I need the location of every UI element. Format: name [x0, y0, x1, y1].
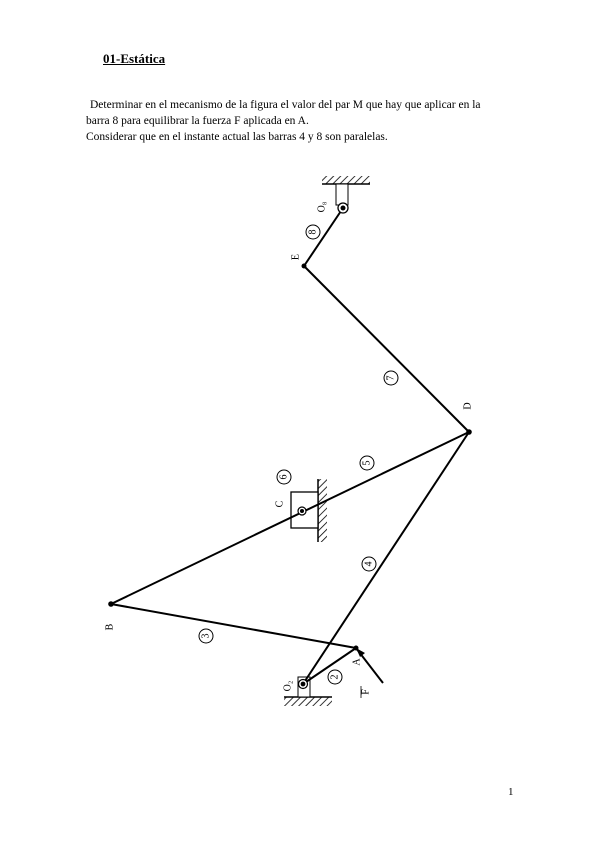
bar-4-label: 4	[364, 562, 375, 567]
label-o2: O₂	[283, 681, 294, 692]
bar-7	[303, 265, 470, 433]
ground-support-o8	[322, 176, 370, 206]
page-title: 01-Estática	[103, 51, 166, 66]
label-f: F	[361, 686, 372, 698]
slider-guide-wall	[317, 479, 327, 542]
bar-2	[302, 647, 357, 685]
bar-7-badge	[383, 370, 399, 386]
joint-b	[108, 601, 114, 607]
joint-e	[301, 263, 307, 269]
joint-c-pin	[300, 509, 304, 513]
bar-8	[303, 207, 344, 267]
label-a: A	[352, 658, 363, 666]
label-d: D	[463, 402, 474, 409]
label-c: C	[275, 500, 286, 507]
joint-d	[466, 429, 472, 435]
bar-3	[110, 603, 357, 649]
bar-5-label: 5	[362, 461, 373, 466]
force-arrow-f	[355, 647, 384, 684]
problem-line-1: Determinar en el mecanismo de la figura …	[90, 99, 481, 111]
problem-line-3: Considerar que en el instante actual las…	[86, 131, 388, 143]
page-number: 1	[508, 786, 514, 798]
problem-statement: Determinar en el mecanismo de la figura …	[86, 97, 516, 145]
label-f-text: F	[361, 689, 372, 695]
bar-3-label: 3	[201, 634, 212, 639]
bar-5	[110, 431, 470, 605]
bar-4-badge	[361, 556, 377, 572]
bar-5-badge	[359, 455, 375, 471]
bar-6-label: 6	[279, 475, 290, 480]
label-e: E	[291, 254, 302, 260]
label-b: B	[105, 623, 116, 630]
problem-line-2: barra 8 para equilibrar la fuerza F apli…	[86, 115, 309, 127]
bar-8-badge	[305, 224, 321, 240]
label-o8: O₈	[317, 201, 328, 212]
joint-o8-pin	[340, 205, 346, 211]
bar-3-badge	[198, 628, 214, 644]
bar-2-label: 2	[330, 675, 341, 680]
joint-o2-pin	[300, 681, 306, 687]
joint-a	[353, 645, 359, 651]
bar-8-label: 8	[308, 230, 319, 235]
bar-7-label: 7	[386, 376, 397, 381]
bar-2-badge	[327, 669, 343, 685]
bar-4	[302, 431, 470, 685]
bar-6-badge	[276, 469, 292, 485]
